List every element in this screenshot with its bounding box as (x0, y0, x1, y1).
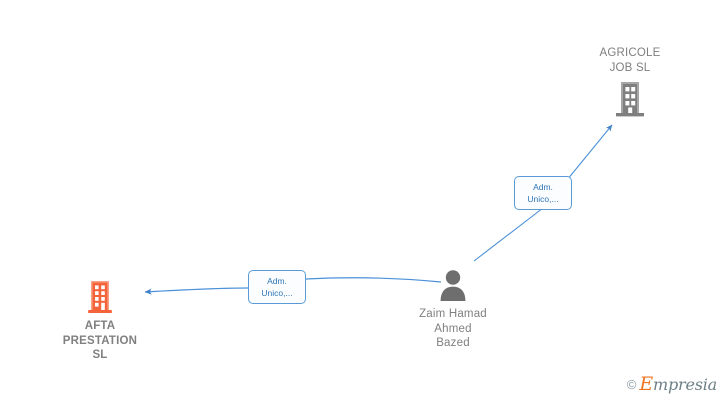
empresia-logo: Empresia (639, 375, 717, 394)
edge-label-adm-unico-afta[interactable]: Adm. Unico,... (248, 270, 306, 304)
person-icon (437, 268, 469, 302)
empresia-watermark: © Empresia (627, 375, 717, 394)
building-icon (613, 80, 647, 118)
node-person-zaim-hamad-ahmed-bazed[interactable]: Zaim Hamad Ahmed Bazed (383, 268, 523, 351)
building-icon (85, 280, 115, 314)
node-afta-label: AFTA PRESTATION SL (62, 320, 138, 361)
node-afta-prestation-sl[interactable]: AFTA PRESTATION SL (30, 280, 170, 363)
empresia-logo-capital: E (639, 373, 653, 395)
edge-label-adm-unico-agricole[interactable]: Adm. Unico,... (514, 176, 572, 210)
node-agricole-label: AGRICOLE JOB SL (599, 47, 661, 74)
node-agricole-job-sl[interactable]: AGRICOLE JOB SL (560, 46, 700, 118)
copyright-icon: © (626, 377, 637, 392)
node-person-label: Zaim Hamad Ahmed Bazed (419, 308, 487, 349)
empresia-logo-rest: mpresia (653, 375, 717, 394)
